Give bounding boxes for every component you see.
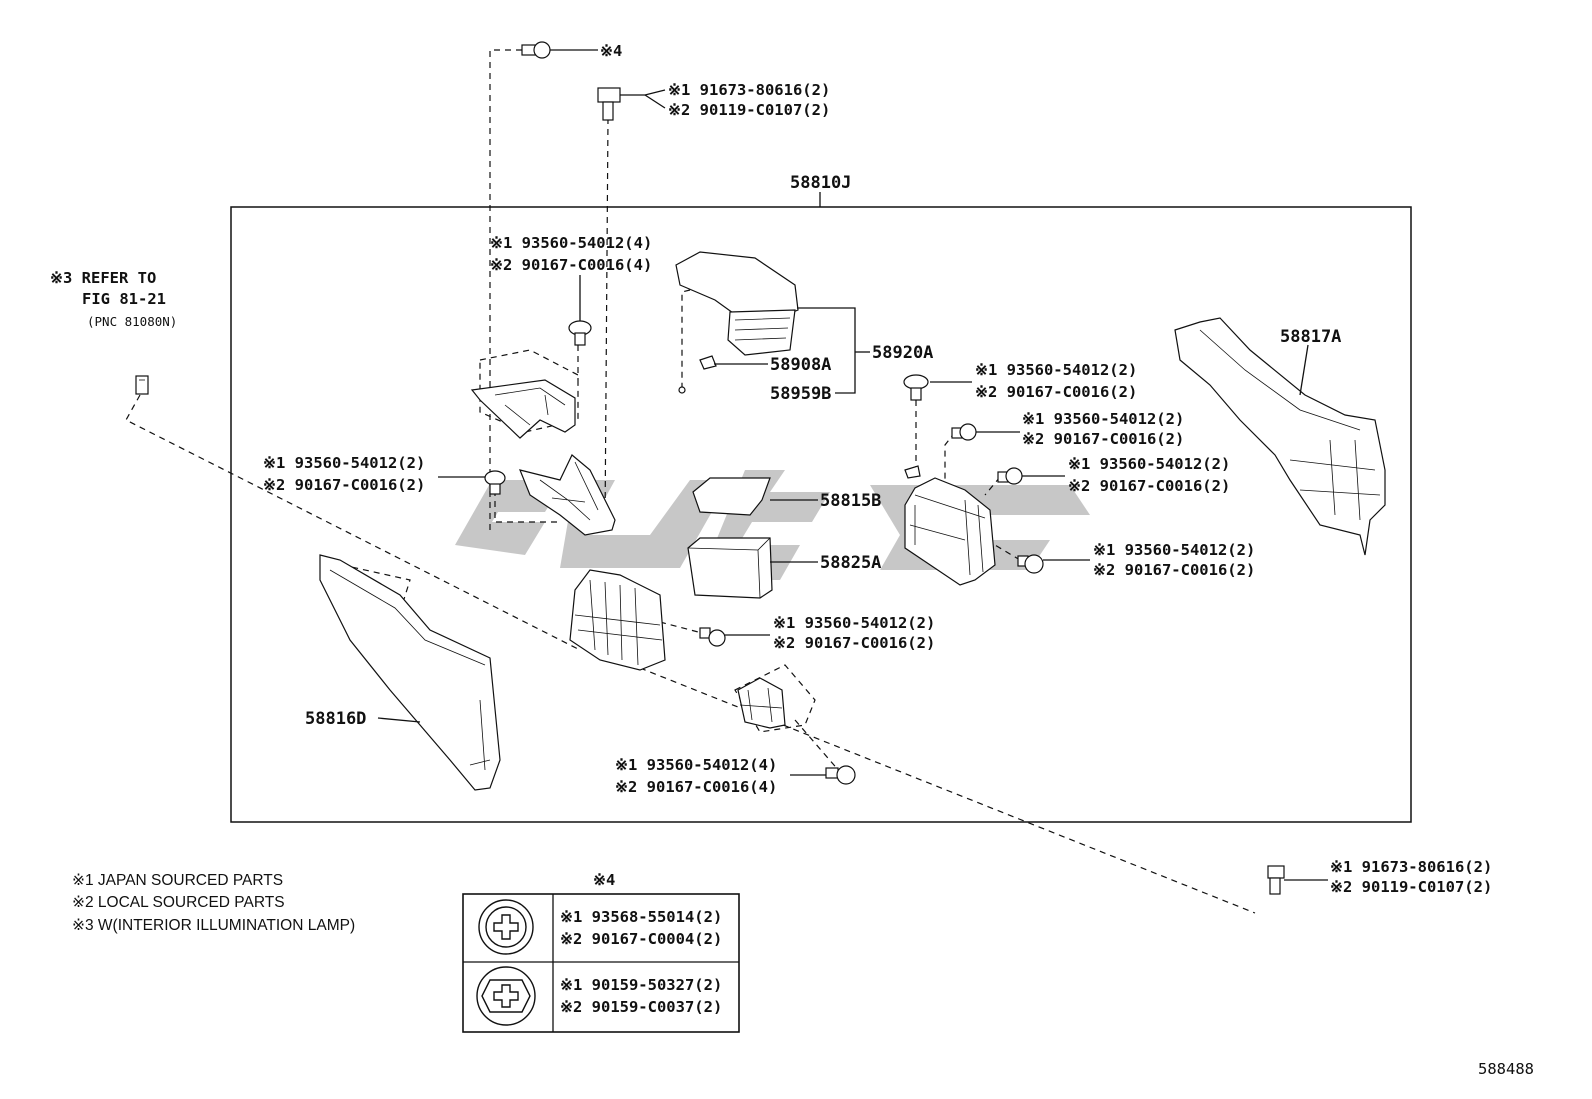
- dash-line-mid-clip: [659, 621, 703, 634]
- screw-top-icon: [521, 41, 598, 59]
- fastener-row2-local-pn: ※2 90159-C0037(2): [560, 998, 722, 1016]
- part-label-58908A: 58908A: [770, 355, 831, 375]
- clip-upper-local-pn: ※2 90167-C0016(4): [490, 256, 652, 274]
- bolt-top-icon: [597, 87, 666, 121]
- top-bolt-local-pn: ※2 90119-C0107(2): [668, 101, 830, 119]
- clip-r3-icon: [997, 467, 1023, 485]
- clip-r3-local-pn: ※2 90167-C0016(2): [1068, 477, 1230, 495]
- side-panel-58816D-part: [319, 554, 501, 791]
- part-label-58816D: 58816D: [305, 709, 366, 729]
- top-screw-mark: ※4: [600, 42, 622, 60]
- assembly-pnc-label: 58810J: [790, 173, 851, 193]
- clip-bottom-icon: [825, 765, 856, 785]
- console-box-part: [569, 569, 666, 671]
- part-label-58959B: 58959B: [770, 384, 831, 404]
- legend-note-japan: ※1 JAPAN SOURCED PARTS: [72, 872, 283, 889]
- part-label-58817A: 58817A: [1280, 327, 1341, 347]
- clip-bottom-jp-pn: ※1 93560-54012(4): [615, 756, 777, 774]
- dash-lower-bracket-outline: [734, 664, 816, 733]
- dash-line-lamp: [125, 394, 581, 651]
- clip-upper-jp-pn: ※1 93560-54012(4): [490, 234, 652, 252]
- lamp-connector-icon: [135, 375, 149, 395]
- phillips-hex-screw-icon: [476, 966, 536, 1026]
- top-bolt-jp-pn: ※1 91673-80616(2): [668, 81, 830, 99]
- console-lid-part: [675, 251, 799, 394]
- clip-r4-icon: [1017, 554, 1044, 574]
- phillips-screw-icon: [478, 899, 534, 955]
- dash-line-top-screw: [489, 49, 522, 535]
- clip-r1-local-pn: ※2 90167-C0016(2): [975, 383, 1137, 401]
- fastener-table-header: ※4: [593, 871, 615, 889]
- clip-r2-jp-pn: ※1 93560-54012(2): [1022, 410, 1184, 428]
- clip-r2-local-pn: ※2 90167-C0016(2): [1022, 430, 1184, 448]
- legend-note-lamp: ※3 W(INTERIOR ILLUMINATION LAMP): [72, 917, 355, 934]
- clip-r4-local-pn: ※2 90167-C0016(2): [1093, 561, 1255, 579]
- clip-mid-icon: [699, 627, 726, 647]
- diagram-id: 588488: [1478, 1060, 1534, 1078]
- far-bolt-jp-pn: ※1 91673-80616(2): [1330, 858, 1492, 876]
- clip-r3-jp-pn: ※1 93560-54012(2): [1068, 455, 1230, 473]
- clip-left-jp-pn: ※1 93560-54012(2): [263, 454, 425, 472]
- fastener-row1-jp-pn: ※1 93568-55014(2): [560, 908, 722, 926]
- part-label-58825A: 58825A: [820, 553, 881, 573]
- clip-r1-icon: [903, 374, 929, 401]
- lower-bracket-part: [737, 677, 786, 729]
- fastener-row2-jp-pn: ※1 90159-50327(2): [560, 976, 722, 994]
- dash-line-r4: [994, 544, 1021, 561]
- part-label-58815B: 58815B: [820, 491, 881, 511]
- small-clip-icon: [904, 465, 921, 479]
- clip-mid-local-pn: ※2 90167-C0016(2): [773, 634, 935, 652]
- clip-r2-icon: [951, 423, 977, 441]
- clip-left-icon: [484, 470, 506, 495]
- dash-line-r2: [944, 431, 956, 480]
- clip-r1-jp-pn: ※1 93560-54012(2): [975, 361, 1137, 379]
- dash-line-bottom-clip: [794, 719, 841, 773]
- refer-line-2: FIG 81-21: [82, 290, 166, 308]
- refer-line-1: ※3 REFER TO: [50, 269, 156, 287]
- part-label-58920A: 58920A: [872, 343, 933, 363]
- clip-r4-jp-pn: ※1 93560-54012(2): [1093, 541, 1255, 559]
- side-panel-58817A-part: [1174, 317, 1386, 556]
- assembly-frame: [230, 206, 1412, 823]
- shift-bracket-part: [519, 454, 616, 536]
- mat-58815B-part: [692, 477, 771, 516]
- upper-bracket-part: [470, 379, 576, 439]
- dash-bracket-outline: [479, 349, 579, 433]
- clip-mid-jp-pn: ※1 93560-54012(2): [773, 614, 935, 632]
- clip-bottom-local-pn: ※2 90167-C0016(4): [615, 778, 777, 796]
- dash-line-top-bolt: [604, 117, 609, 526]
- right-bracket-part: [904, 477, 996, 586]
- refer-line-3: (PNC 81080N): [87, 314, 177, 329]
- dash-line-58959B: [681, 289, 691, 390]
- fastener-table: [462, 893, 740, 1033]
- clip-left-local-pn: ※2 90167-C0016(2): [263, 476, 425, 494]
- bolt-far-icon: [1267, 865, 1285, 895]
- fastener-row1-local-pn: ※2 90167-C0004(2): [560, 930, 722, 948]
- clip-upper-icon: [568, 320, 592, 346]
- far-bolt-local-pn: ※2 90119-C0107(2): [1330, 878, 1492, 896]
- tray-58825A-part: [687, 537, 773, 599]
- legend-note-local: ※2 LOCAL SOURCED PARTS: [72, 894, 285, 911]
